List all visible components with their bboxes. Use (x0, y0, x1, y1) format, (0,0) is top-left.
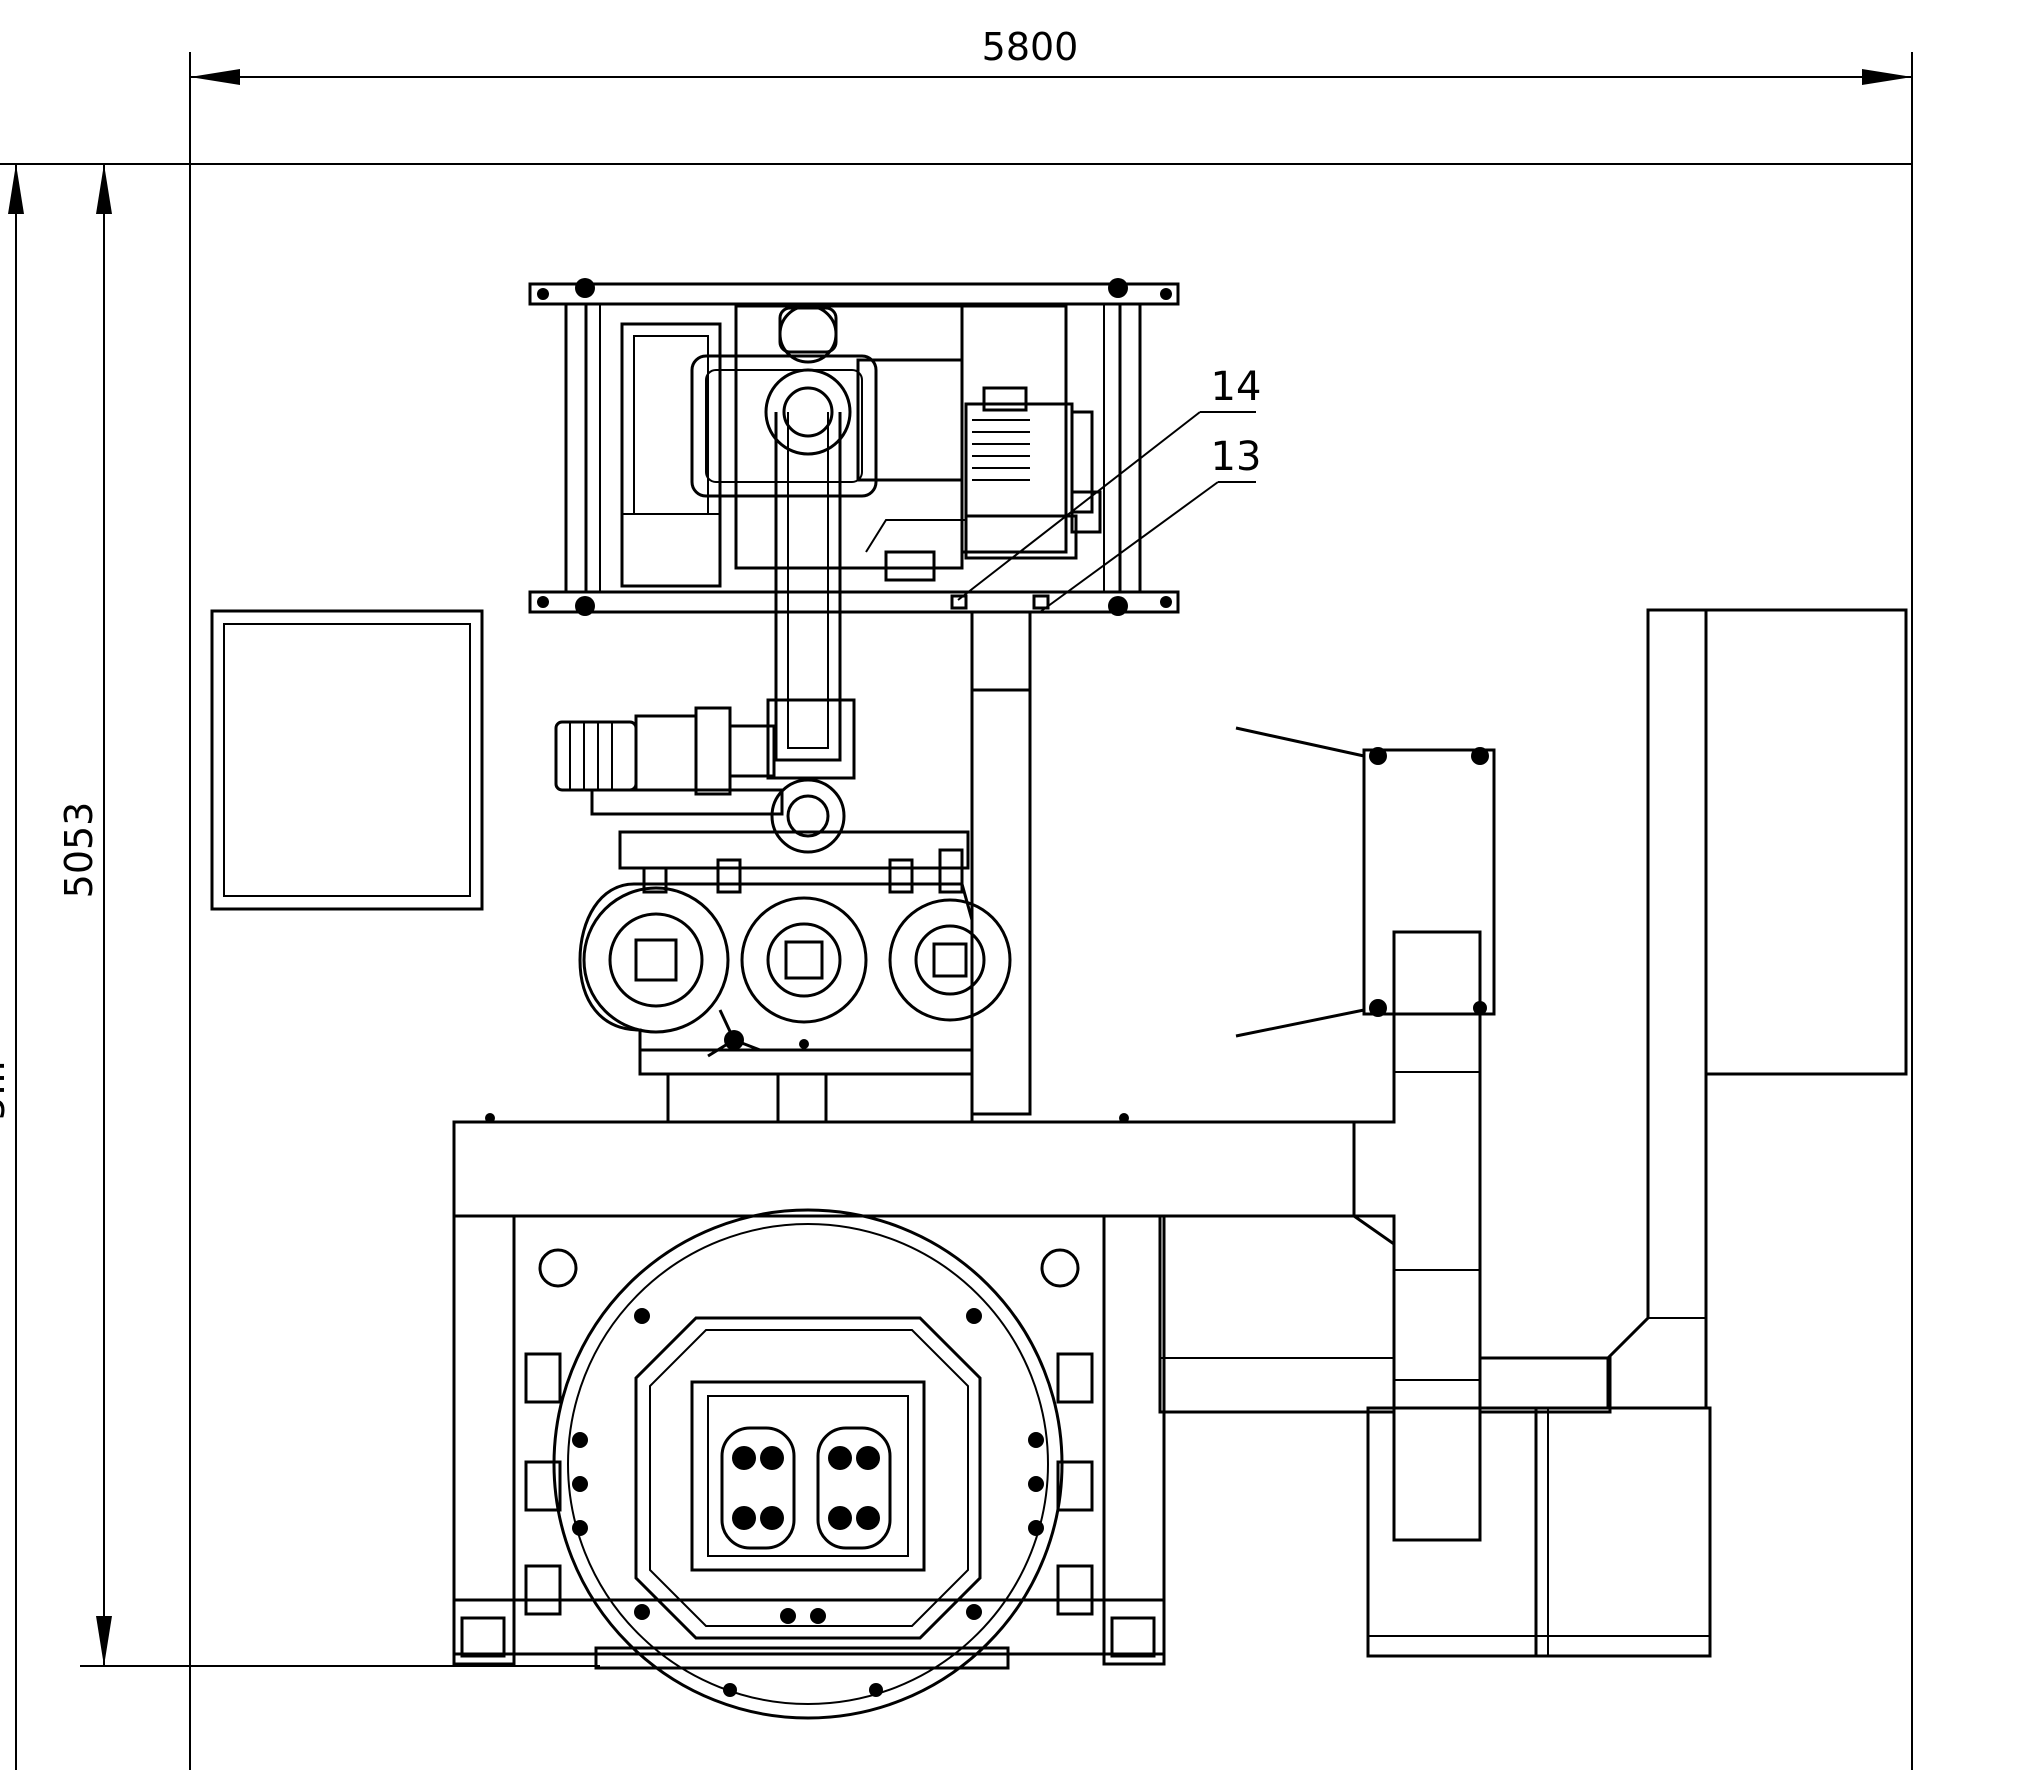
mold-cavity-right (816, 1426, 892, 1550)
gear-base (618, 830, 970, 894)
drive-housing (620, 304, 1102, 588)
main-cross-beam (452, 1113, 1356, 1218)
right-tall-cabinet (1606, 608, 1908, 1410)
top-pulley (764, 304, 852, 456)
dimension-outer-depth: 5... (0, 164, 24, 1770)
dimension-width: 5800 (189, 25, 1913, 1770)
callout-13: 13 (1032, 434, 1262, 613)
roll-3 (888, 898, 1012, 1022)
perimeter-clamps (524, 1308, 1094, 1697)
roll-assembly (578, 882, 1012, 1124)
dimension-depth: 5053 (0, 163, 1912, 1667)
mold-cavity-left (720, 1426, 796, 1550)
dimension-outer-depth-text: 5... (0, 1060, 13, 1120)
right-hopper (1235, 726, 1496, 1038)
duct-horizontal (1158, 1214, 1612, 1414)
roll-2 (740, 896, 868, 1024)
tri-knob (707, 1009, 761, 1058)
callout-14-text: 14 (1211, 364, 1262, 410)
top-drive-frame (528, 278, 1180, 616)
lower-frame (452, 1214, 1166, 1666)
vertical-column (970, 610, 1032, 1116)
duct-vertical (1353, 930, 1482, 1542)
motor-fins (972, 419, 1030, 481)
secondary-motor (554, 706, 846, 854)
chain-cover (766, 412, 856, 780)
right-lower-cabinet (1366, 1406, 1712, 1658)
roll-1 (582, 886, 730, 1034)
dimension-depth-text: 5053 (57, 802, 101, 899)
callout-13-text: 13 (1211, 434, 1262, 480)
left-panel (210, 609, 484, 911)
callout-14: 14 (950, 364, 1262, 610)
dimension-width-text: 5800 (982, 25, 1079, 69)
rotary-table (524, 1208, 1094, 1720)
